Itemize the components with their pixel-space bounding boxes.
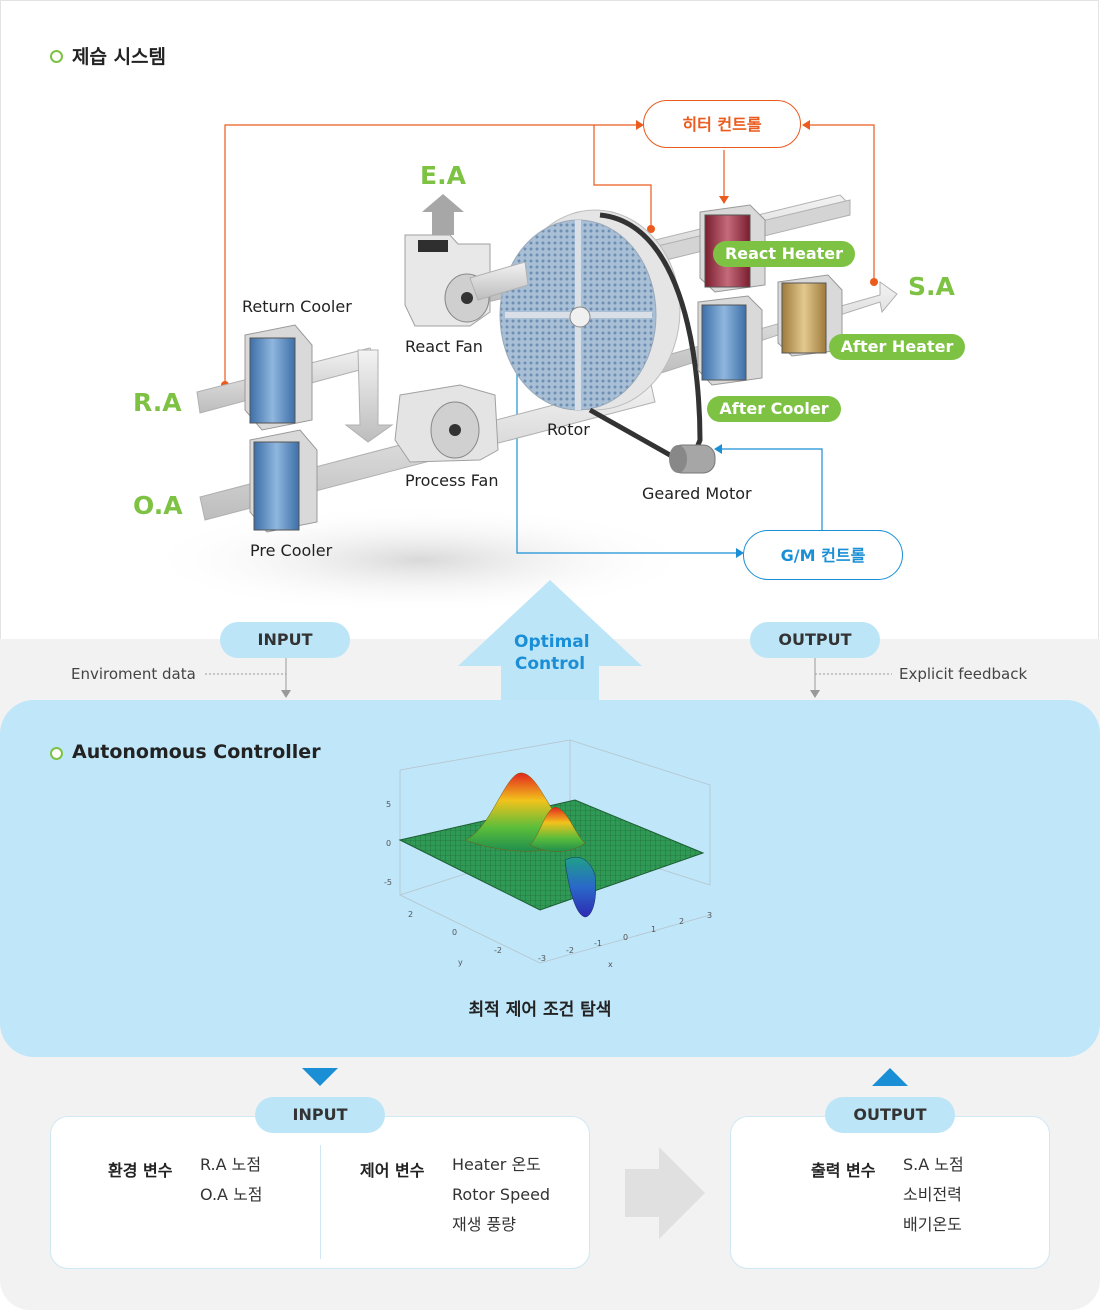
geared-motor-label: Geared Motor — [642, 484, 752, 503]
z-tick-label: 0 — [386, 839, 391, 848]
list-item: 배기온도 — [903, 1215, 962, 1234]
output-pill-bottom: OUTPUT — [825, 1097, 955, 1133]
react-fan-label: React Fan — [405, 337, 483, 356]
gm-control-node: G/M 컨트롤 — [743, 530, 903, 580]
ra-label: R.A — [133, 388, 182, 417]
input-pill-top: INPUT — [220, 622, 350, 658]
x-tick-label: -2 — [566, 946, 574, 955]
rotor-label: Rotor — [547, 420, 590, 439]
y-tick-label: 2 — [408, 910, 413, 919]
return-cooler-label: Return Cooler — [242, 297, 352, 316]
after-cooler-label: After Cooler — [707, 396, 841, 422]
environment-variable-label: 환경 변수 — [108, 1161, 173, 1180]
y-tick-label: 0 — [452, 928, 457, 937]
up-arrow-icon — [872, 1068, 908, 1086]
card-divider — [320, 1145, 321, 1259]
x-tick-label: 3 — [707, 911, 712, 920]
list-item: 재생 풍량 — [452, 1215, 516, 1234]
sa-label: S.A — [908, 272, 955, 301]
list-item: Heater 온도 — [452, 1155, 541, 1174]
optimal-control-arrow-label: Optimal Control — [514, 631, 590, 675]
input-pill-bottom: INPUT — [255, 1097, 385, 1133]
react-heater-label: React Heater — [713, 241, 855, 267]
x-tick-label: -1 — [594, 939, 602, 948]
pre-cooler-label: Pre Cooler — [250, 541, 333, 560]
list-item: Rotor Speed — [452, 1185, 551, 1204]
z-tick-label: 5 — [386, 800, 391, 809]
list-item: R.A 노점 — [200, 1155, 262, 1174]
controller-caption: 최적 제어 조건 탐색 — [468, 1000, 612, 1020]
environment-data-label: Enviroment data — [71, 665, 196, 683]
z-tick-label: -5 — [384, 878, 392, 887]
optimal-control-line1: Optimal — [514, 632, 590, 652]
control-variable-list: Heater 온도 Rotor Speed 재생 풍량 — [452, 1150, 550, 1240]
y-tick-label: -2 — [494, 946, 502, 955]
x-tick-label: 2 — [679, 917, 684, 926]
section-bullet-icon — [50, 50, 63, 63]
x-tick-label: -3 — [538, 954, 546, 963]
heater-control-node: 히터 컨트롤 — [643, 100, 801, 148]
y-axis-label: y — [458, 958, 463, 967]
output-variable-list: S.A 노점 소비전력 배기온도 — [903, 1150, 964, 1240]
system-title: 제습 시스템 — [72, 46, 167, 68]
x-tick-label: 1 — [651, 925, 656, 934]
after-heater-label: After Heater — [829, 334, 965, 360]
output-variables-card — [730, 1116, 1050, 1269]
output-pill-top: OUTPUT — [750, 622, 880, 658]
x-axis-label: x — [608, 960, 613, 969]
oa-label: O.A — [133, 491, 183, 520]
list-item: 소비전력 — [903, 1185, 962, 1204]
process-fan-label: Process Fan — [405, 471, 499, 490]
list-item: S.A 노점 — [903, 1155, 964, 1174]
surface-plot: 5 0 -5 2 0 -2 -3 -2 -1 0 1 2 3 y x — [384, 739, 712, 969]
ea-label: E.A — [420, 161, 466, 190]
control-variable-label: 제어 변수 — [360, 1161, 425, 1180]
right-arrow-icon — [625, 1147, 705, 1239]
x-tick-label: 0 — [623, 933, 628, 942]
output-variable-label: 출력 변수 — [811, 1161, 876, 1180]
explicit-feedback-label: Explicit feedback — [899, 665, 1028, 683]
flow-connectors — [205, 580, 892, 701]
list-item: O.A 노점 — [200, 1185, 263, 1204]
environment-variable-list: R.A 노점 O.A 노점 — [200, 1150, 263, 1210]
down-arrow-icon — [302, 1068, 338, 1086]
optimal-control-line2: Control — [514, 654, 586, 674]
controller-title: Autonomous Controller — [72, 741, 321, 763]
machine-diagram — [140, 120, 898, 615]
controller-bullet-icon — [50, 747, 63, 760]
